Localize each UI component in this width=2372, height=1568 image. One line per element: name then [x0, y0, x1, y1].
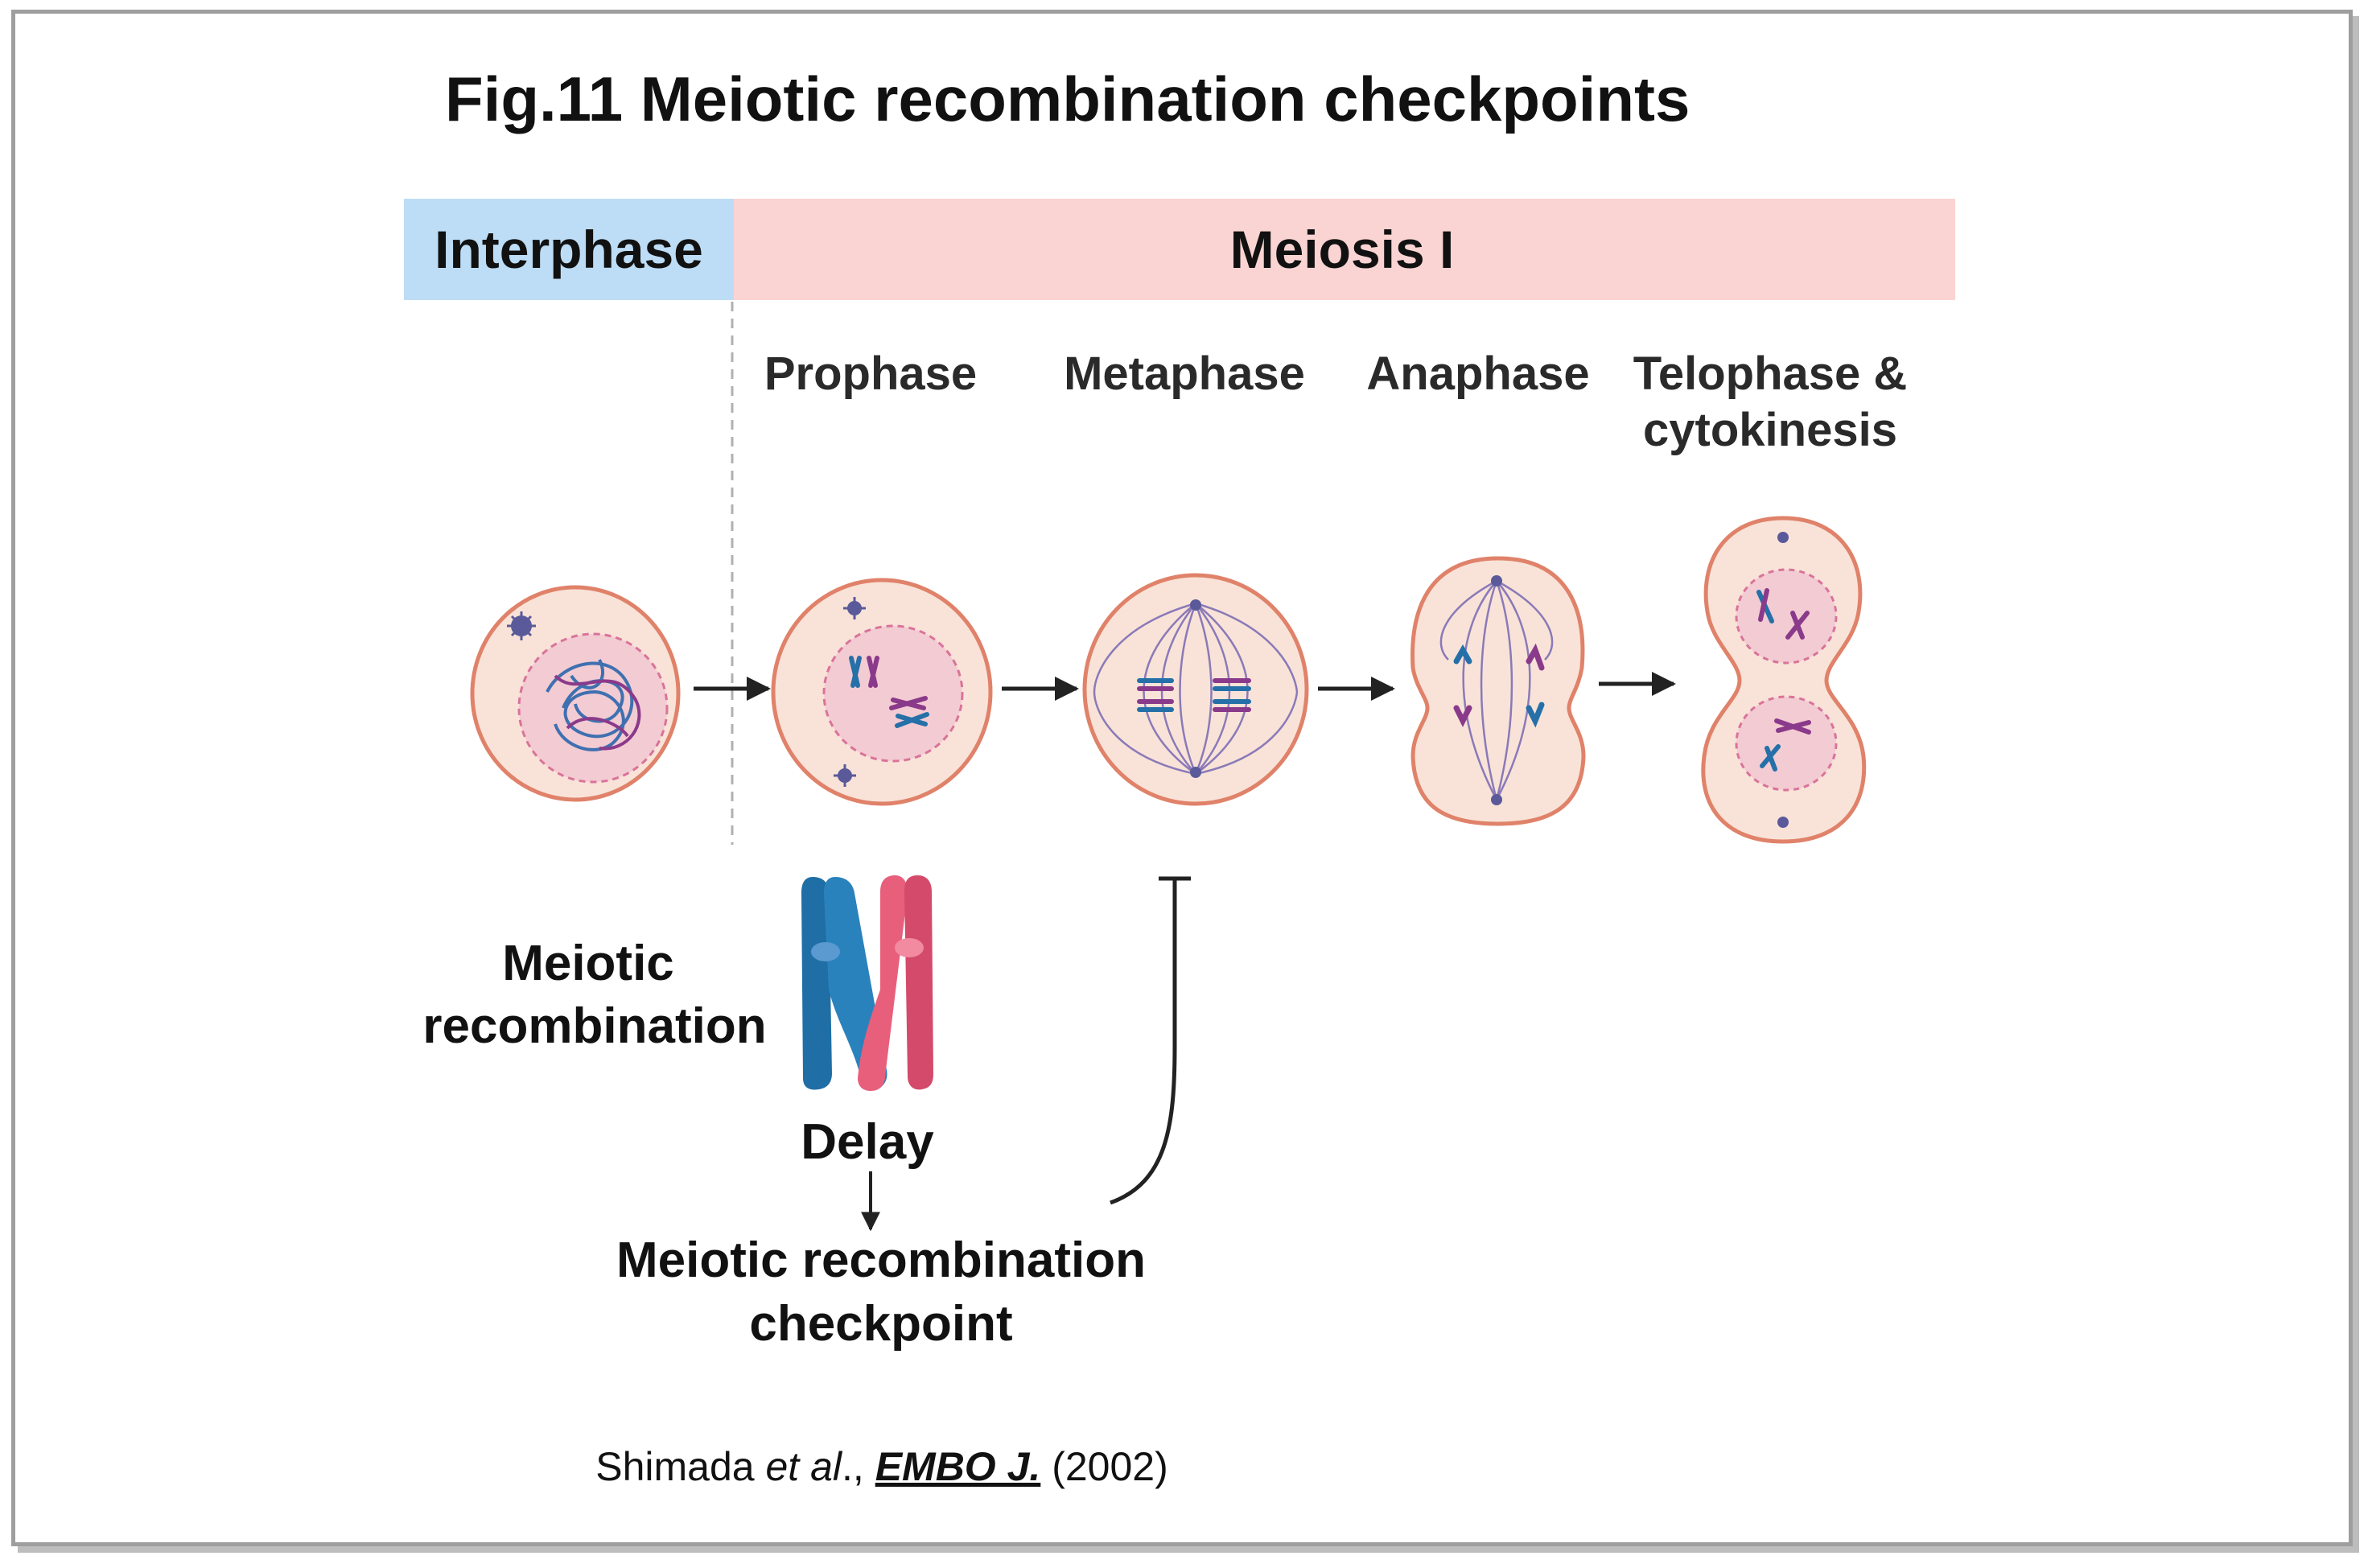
- stage-metaphase: Metaphase: [1064, 348, 1305, 400]
- telophase-cell: [1701, 516, 1867, 844]
- prophase-cell: [771, 578, 993, 806]
- anaphase-cell: [1410, 556, 1586, 826]
- recombination-label-line1: Meiotic: [502, 936, 674, 991]
- citation: Shimada et al., EMBO J. (2002): [595, 1444, 1167, 1489]
- stage-anaphase: Anaphase: [1366, 348, 1589, 400]
- interphase-cell: [470, 585, 681, 802]
- stage-prophase: Prophase: [764, 348, 977, 400]
- checkpoint-label-line1: Meiotic recombination: [616, 1233, 1146, 1288]
- citation-journal: EMBO J.: [875, 1444, 1041, 1489]
- delay-label: Delay: [801, 1114, 934, 1170]
- recombining-chromosomes-icon: [801, 875, 933, 1091]
- citation-authors: Shimada: [595, 1444, 765, 1489]
- inhibition-line: [1110, 879, 1177, 1205]
- interphase-band: [404, 199, 734, 300]
- stage-telophase-line1: Telophase &: [1633, 348, 1908, 400]
- interphase-label: Interphase: [434, 220, 703, 279]
- citation-sep: .,: [842, 1444, 875, 1489]
- metaphase-cell: [1082, 573, 1309, 806]
- figure-title: Fig.11 Meiotic recombination checkpoints: [445, 64, 1690, 134]
- meiosis-label: Meiosis I: [1230, 220, 1455, 279]
- meiosis-band: [734, 199, 1955, 300]
- checkpoint-label-line2: checkpoint: [749, 1296, 1012, 1352]
- recombination-label-line2: recombination: [422, 998, 766, 1054]
- citation-year: (2002): [1040, 1444, 1167, 1489]
- citation-etal: et al: [766, 1444, 843, 1489]
- stage-telophase-line2: cytokinesis: [1643, 404, 1897, 456]
